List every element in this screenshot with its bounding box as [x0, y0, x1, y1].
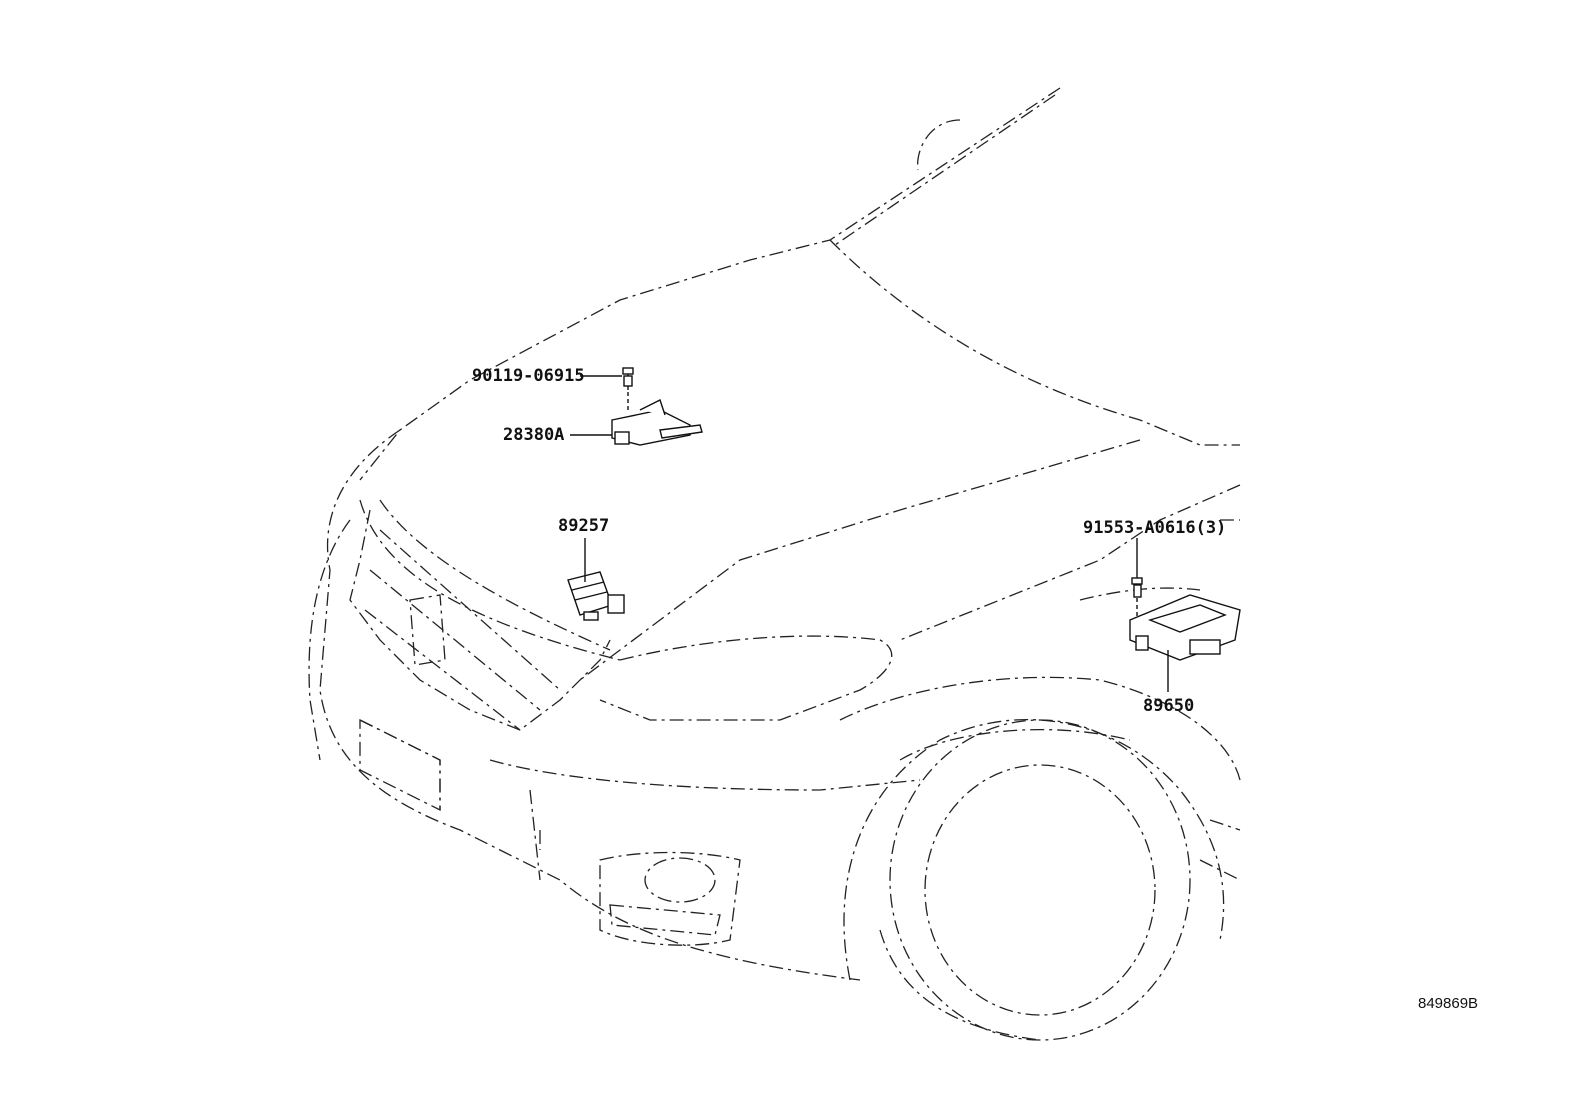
bolt-upper-part [622, 367, 634, 390]
sensor-bracket-part [611, 399, 703, 446]
part-label-28380a[interactable]: 28380A [503, 425, 565, 445]
part-label-90119-06915[interactable]: 90119-06915 [472, 366, 585, 386]
part-label-89257[interactable]: 89257 [558, 516, 610, 536]
part-label-89650[interactable]: 89650 [1143, 696, 1195, 716]
diagram-reference-code: 849869B [1418, 995, 1479, 1012]
bolt-right-part [1131, 577, 1143, 598]
relay-module-part [567, 571, 625, 621]
part-label-91553-a0616[interactable]: 91553-A0616(3) [1083, 518, 1227, 538]
ecu-module-part [1129, 594, 1241, 661]
vehicle-outline [308, 87, 1241, 1041]
